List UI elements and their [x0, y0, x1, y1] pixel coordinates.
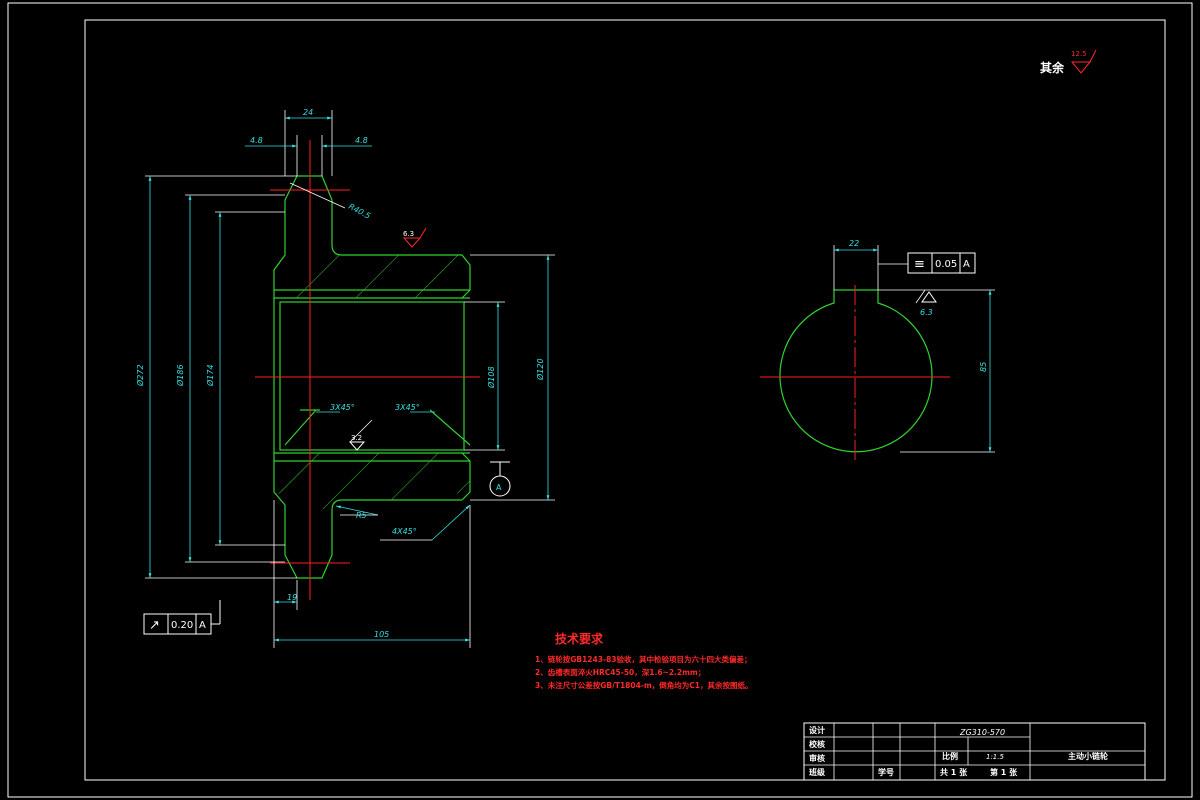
- dim-left-4-8: 4.8: [250, 136, 263, 145]
- tb-design: 设计: [809, 725, 825, 735]
- tech-requirements: 技术要求 1、链轮按GB1243-83验收，其中检验项目为六十四大类偏差； 2、…: [535, 631, 752, 690]
- tb-review: 审核: [809, 753, 825, 763]
- runout-datum: A: [199, 620, 206, 631]
- dim-chamfer-b: 3X45°: [395, 403, 420, 412]
- roughness-bore-inner: 3.2: [351, 434, 362, 442]
- tb-drawing-no: ZG310-570: [959, 728, 1005, 737]
- roughness-symbol-icon: 3.2: [348, 434, 366, 451]
- datum-a-marker: A: [489, 461, 511, 497]
- tb-scale-label: 比例: [942, 751, 958, 761]
- symmetry-tolerance-frame: ≡ 0.05 A: [907, 252, 976, 274]
- runout-value: 0.20: [171, 620, 193, 631]
- dim-dia-272: Ø272: [135, 364, 145, 387]
- section-hatch-lower: [274, 453, 470, 510]
- dim-dia-186: Ø186: [175, 364, 185, 387]
- dimension-arrows: [148, 116, 550, 642]
- title-block: 设计 校核 审核 班级 学号 ZG310-570 比例 1:1.5 主动小链轮 …: [803, 722, 1146, 781]
- runout-tolerance-frame: ↗ 0.20 A: [143, 600, 221, 635]
- roughness-symbol-icon: [1070, 49, 1097, 74]
- tb-check: 校核: [809, 739, 825, 749]
- tech-req-item-1: 1、链轮按GB1243-83验收，其中检验项目为六十四大类偏差；: [535, 654, 752, 665]
- section-hatch-upper: [274, 255, 470, 298]
- runout-symbol-icon: ↗: [149, 618, 160, 633]
- tb-sheets-total: 共 1 张: [940, 767, 968, 777]
- dim-width-24: 24: [303, 108, 313, 117]
- centerlines: [255, 140, 480, 600]
- dim-radius-5: R5: [356, 511, 367, 520]
- tb-scale-value: 1:1.5: [986, 753, 1004, 761]
- symmetry-symbol-icon: ≡: [914, 257, 925, 272]
- surface-finish-value: 12.5: [1071, 50, 1087, 58]
- dim-width-19: 19: [287, 593, 297, 602]
- side-view: 22 85 6.3 ≡ 0.05 A: [760, 239, 995, 460]
- dim-dia-174: Ø174: [205, 364, 215, 387]
- symmetry-value: 0.05: [935, 259, 957, 270]
- tb-student-id: 学号: [878, 767, 894, 777]
- dim-chamfer-a: 3X45°: [330, 403, 355, 412]
- tb-part-name: 主动小链轮: [1068, 751, 1108, 761]
- tech-req-title: 技术要求: [555, 631, 604, 646]
- dim-right-4-8: 4.8: [355, 136, 368, 145]
- dim-keyway-22: 22: [849, 239, 859, 248]
- front-view: 24 4.8 4.8 R40.5 Ø272 Ø186 Ø174 Ø108 Ø12…: [135, 108, 555, 648]
- roughness-symbol-icon: 6.3: [920, 291, 937, 317]
- drawing-frame: [7, 2, 1193, 798]
- tech-req-item-3: 3、未注尺寸公差按GB/T1804-m，倒角均为C1，其余按图纸。: [535, 680, 752, 690]
- symmetry-datum: A: [963, 259, 970, 270]
- dim-height-85: 85: [979, 362, 988, 372]
- roughness-bore-top: 6.3: [403, 230, 414, 238]
- dim-dia-120: Ø120: [535, 358, 545, 381]
- dim-chamfer-c: 4X45°: [392, 527, 417, 536]
- dim-length-105: 105: [374, 630, 389, 639]
- datum-a-label: A: [496, 483, 502, 492]
- roughness-keyway: 6.3: [920, 308, 933, 317]
- surface-finish-label: 其余: [1040, 60, 1065, 75]
- surface-finish-general: 其余 12.5: [1040, 49, 1097, 75]
- bore-with-keyway: [779, 289, 933, 453]
- tb-class: 班级: [809, 767, 826, 777]
- dim-bore-108: Ø108: [486, 366, 496, 389]
- dim-radius-tip: R40.5: [347, 202, 372, 221]
- tb-sheet-no: 第 1 张: [990, 767, 1018, 777]
- roughness-symbol-icon: 6.3: [402, 227, 427, 248]
- tech-req-item-2: 2、齿槽表面淬火HRC45-50，深1.6~2.2mm；: [535, 667, 705, 678]
